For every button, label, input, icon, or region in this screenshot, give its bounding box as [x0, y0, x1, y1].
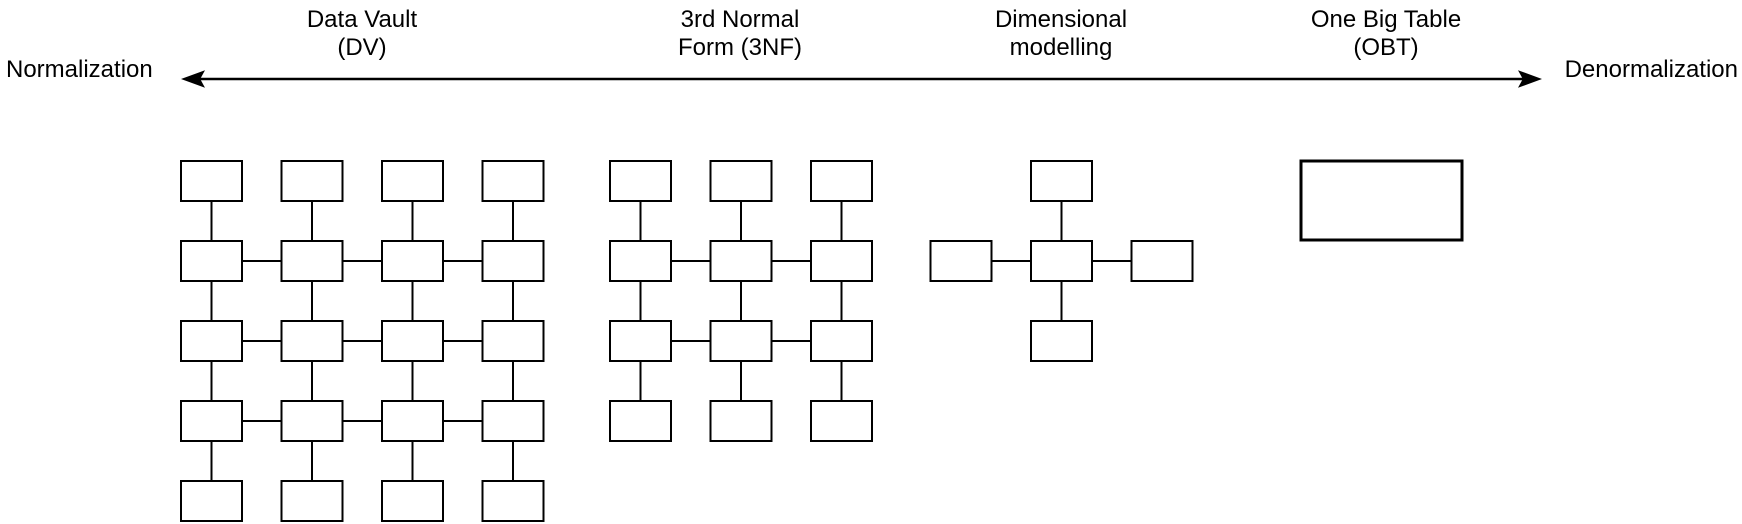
dimension-box-right: [1130, 240, 1194, 282]
label-one-big-table: One Big Table (OBT): [1311, 6, 1461, 62]
arrowhead-right-icon: [1518, 70, 1542, 88]
arrowhead-left-icon: [181, 70, 205, 88]
3nf-table-box: [810, 320, 873, 362]
3nf-table-box: [709, 240, 773, 282]
denormalization-label: Denormalization: [1564, 56, 1738, 83]
label-line-2: modelling: [1009, 34, 1113, 61]
obt-table-box: [1299, 159, 1464, 242]
dimension-box-bottom: [1030, 320, 1093, 362]
fact-table-box: [1030, 240, 1093, 282]
3nf-table-box: [709, 400, 773, 442]
3nf-table-box: [609, 160, 672, 202]
3nf-table-box: [810, 400, 873, 442]
label-3rd-normal-form: 3rd Normal Form (3NF): [678, 6, 802, 62]
label-data-vault: Data Vault (DV): [307, 6, 417, 62]
dv-table-box: [280, 160, 344, 202]
dv-table-box: [381, 240, 444, 282]
3nf-table-box: [609, 240, 672, 282]
dv-table-box: [180, 160, 243, 202]
3nf-table-box: [810, 160, 873, 202]
label-line-2: (DV): [337, 34, 387, 61]
label-line-1: Data Vault: [306, 6, 418, 33]
dv-table-box: [180, 320, 243, 362]
dv-table-box: [481, 320, 545, 362]
dv-table-box: [481, 400, 545, 442]
dv-table-box: [280, 240, 344, 282]
dv-table-box: [381, 480, 444, 522]
dv-table-box: [381, 320, 444, 362]
3nf-table-box: [609, 400, 672, 442]
3nf-table-box: [609, 320, 672, 362]
label-line-1: 3rd Normal: [680, 6, 800, 33]
label-dimensional-modelling: Dimensional modelling: [995, 6, 1127, 62]
dv-table-box: [180, 400, 243, 442]
label-line-2: (OBT): [1353, 34, 1419, 61]
dv-table-box: [180, 480, 243, 522]
dv-table-box: [280, 320, 344, 362]
dv-table-box: [481, 160, 545, 202]
3nf-table-box: [709, 320, 773, 362]
normalization-label: Normalization: [6, 56, 153, 83]
dv-table-box: [280, 400, 344, 442]
dv-table-box: [381, 160, 444, 202]
dimension-box-left: [929, 240, 993, 282]
dimension-box-top: [1030, 160, 1093, 202]
label-line-1: One Big Table: [1310, 6, 1462, 33]
dv-table-box: [381, 400, 444, 442]
label-line-2: Form (3NF): [678, 34, 802, 61]
dv-table-box: [280, 480, 344, 522]
dv-table-box: [481, 480, 545, 522]
dv-table-box: [180, 240, 243, 282]
3nf-table-box: [709, 160, 773, 202]
dv-table-box: [481, 240, 545, 282]
label-line-1: Dimensional: [994, 6, 1128, 33]
3nf-table-box: [810, 240, 873, 282]
